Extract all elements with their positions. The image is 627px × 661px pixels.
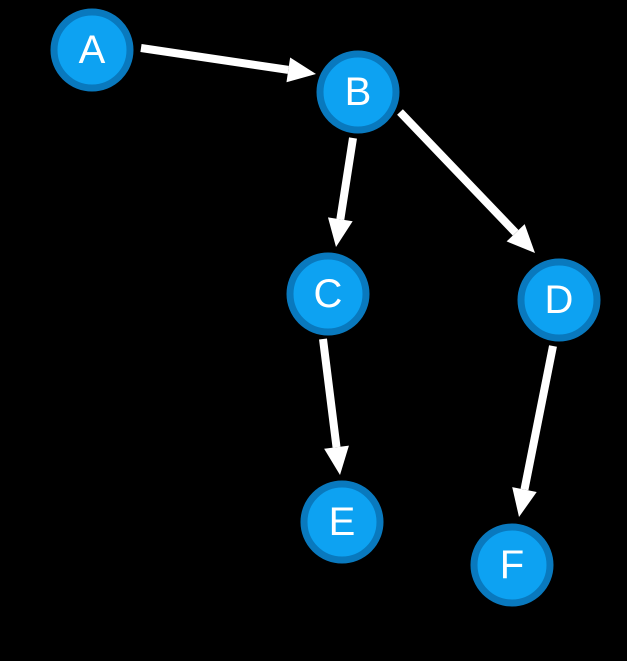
node-circle[interactable] <box>517 258 601 342</box>
node-B[interactable]: B <box>316 50 400 134</box>
arrowhead-icon <box>324 445 349 475</box>
edge-line <box>397 109 519 236</box>
arrowhead-icon <box>512 487 537 517</box>
node-circle[interactable] <box>316 50 400 134</box>
node-circle[interactable] <box>300 480 384 564</box>
edge-line <box>319 338 341 448</box>
edge-B-D <box>397 109 535 253</box>
node-circle[interactable] <box>286 252 370 336</box>
arrowhead-icon <box>286 57 316 83</box>
node-circle[interactable] <box>470 523 554 607</box>
edges-layer <box>140 44 557 517</box>
node-D[interactable]: D <box>517 258 601 342</box>
arrowhead-icon <box>327 217 353 247</box>
edge-D-F <box>512 345 557 517</box>
edge-line <box>140 44 289 74</box>
node-A[interactable]: A <box>50 8 134 92</box>
node-E[interactable]: E <box>300 480 384 564</box>
nodes-layer: A B C D E F <box>50 8 601 607</box>
edge-line <box>520 345 557 491</box>
edge-line <box>336 137 357 220</box>
arrowhead-icon <box>506 224 535 253</box>
node-C[interactable]: C <box>286 252 370 336</box>
edge-A-B <box>140 44 316 83</box>
node-circle[interactable] <box>50 8 134 92</box>
edge-C-E <box>319 338 349 475</box>
edge-B-C <box>327 137 357 247</box>
node-F[interactable]: F <box>470 523 554 607</box>
